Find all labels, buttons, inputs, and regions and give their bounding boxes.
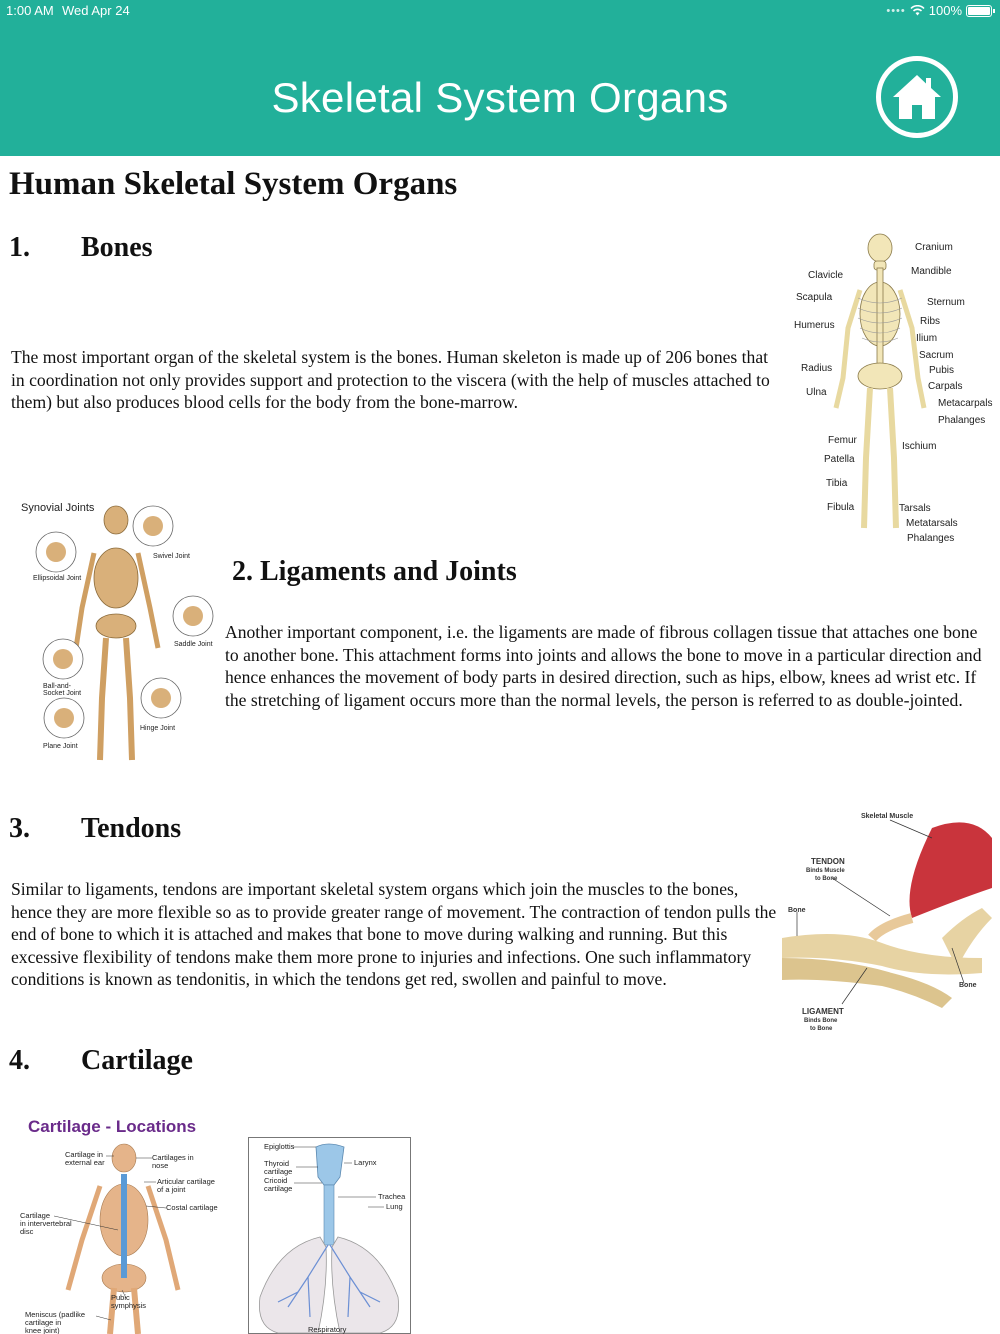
label-cartilage: Cartilage: [20, 1211, 50, 1220]
section-title: Tendons: [81, 813, 182, 844]
label-meniscus: Meniscus (padlike: [25, 1310, 85, 1319]
signal-icon: ••••: [886, 4, 906, 17]
section-heading-cartilage: 4. Cartilage: [9, 1045, 193, 1077]
label-fibula: Fibula: [827, 502, 855, 513]
battery-icon: [966, 4, 995, 17]
synovial-joints-diagram: Synovial Joints Ellipsoidal Joint Swivel…: [21, 502, 214, 761]
label-swivel-joint: Swivel Joint: [153, 553, 190, 560]
status-time: 1:00 AM: [6, 3, 54, 18]
label-nose: nose: [152, 1161, 168, 1170]
label-metatarsals: Metatarsals: [906, 518, 958, 529]
joints-title: Synovial Joints: [21, 502, 95, 514]
section-heading-ligaments: 2. Ligaments and Joints: [232, 556, 517, 588]
label-phalanges-hand: Phalanges: [938, 415, 985, 426]
label-carpals: Carpals: [928, 381, 962, 392]
label-phalanges-foot: Phalanges: [907, 533, 954, 544]
section-body-tendons: Similar to ligaments, tendons are import…: [11, 879, 777, 989]
section-number: 2.: [232, 556, 253, 587]
section-number: 1.: [9, 232, 30, 263]
label-trachea: Trachea: [378, 1192, 406, 1201]
label-ellipsoidal-joint: Ellipsoidal Joint: [33, 575, 81, 582]
label-articular-cartilage: Articular cartilage: [157, 1177, 215, 1186]
tendon-diagram: Skeletal Muscle TENDON Binds Muscle to B…: [782, 813, 992, 1032]
label-tendon: TENDON: [811, 857, 845, 866]
section-number: 3.: [9, 813, 30, 844]
home-button[interactable]: [876, 56, 958, 138]
label-patella: Patella: [824, 454, 855, 465]
label-scapula: Scapula: [796, 292, 833, 303]
app-header: 1:00 AM Wed Apr 24 •••• 100% Skeletal Sy…: [0, 0, 1000, 156]
label-mandible: Mandible: [911, 266, 952, 277]
section-title: Bones: [81, 232, 153, 263]
section-title: Cartilage: [81, 1045, 193, 1076]
label-bone-right: Bone: [959, 982, 977, 989]
label-femur: Femur: [828, 435, 858, 446]
label-pubis: Pubis: [929, 365, 954, 376]
label-cricoid-cartilage: cartilage: [264, 1184, 292, 1193]
label-lung: Lung: [386, 1202, 403, 1211]
status-bar: 1:00 AM Wed Apr 24 •••• 100%: [0, 0, 1000, 20]
label-skeletal-muscle: Skeletal Muscle: [861, 813, 913, 820]
label-tibia: Tibia: [826, 478, 848, 489]
status-right: •••• 100%: [886, 3, 995, 18]
home-icon: [893, 75, 941, 119]
document-title: Human Skeletal System Organs: [9, 166, 458, 202]
label-sacrum: Sacrum: [919, 350, 953, 361]
label-ischium: Ischium: [902, 441, 936, 452]
cartilage-figure-title: Cartilage - Locations: [28, 1117, 196, 1136]
label-in-intervertebral: in intervertebral: [20, 1219, 72, 1228]
label-pubic: Pubic: [111, 1293, 130, 1302]
section-body-ligaments: Another important component, i.e. the li…: [225, 622, 982, 710]
label-metacarpals: Metacarpals: [938, 398, 992, 409]
label-ball-and: Ball-and-: [43, 683, 72, 690]
label-symphysis: symphysis: [111, 1301, 146, 1310]
cartilage-locations-diagram: Cartilage - Locations Cartilage in exter…: [20, 1117, 218, 1334]
section-number: 4.: [9, 1045, 30, 1076]
section-title: Ligaments and Joints: [260, 556, 517, 587]
label-cartilages-in: Cartilages in: [152, 1153, 194, 1162]
label-clavicle: Clavicle: [808, 270, 843, 281]
label-plane-joint: Plane Joint: [43, 743, 78, 750]
label-costal-cartilage: Costal cartilage: [166, 1203, 218, 1212]
skeleton-diagram: Cranium Mandible Clavicle Scapula Sternu…: [794, 233, 992, 544]
label-external-ear: external ear: [65, 1158, 105, 1167]
label-respiratory: Respiratory: [308, 1325, 347, 1334]
label-ilium: Ilium: [916, 333, 937, 344]
label-hinge-joint: Hinge Joint: [140, 725, 175, 732]
label-humerus: Humerus: [794, 320, 835, 331]
label-thyroid-cartilage: cartilage: [264, 1167, 292, 1176]
skeleton-labels: Cranium Mandible Clavicle Scapula Sternu…: [794, 242, 992, 544]
label-epiglottis: Epiglottis: [264, 1142, 295, 1151]
label-knee-joint: knee joint): [25, 1326, 60, 1334]
label-ulna: Ulna: [806, 387, 827, 398]
label-sternum: Sternum: [927, 297, 965, 308]
wifi-icon: [910, 5, 925, 16]
section-heading-bones: 1. Bones: [9, 232, 153, 264]
label-cranium: Cranium: [915, 242, 953, 253]
label-binds-muscle: Binds Muscle: [806, 868, 845, 874]
label-thyroid: Thyroid: [264, 1159, 289, 1168]
label-cartilage-in-knee: cartilage in: [25, 1318, 61, 1327]
app-title: Skeletal System Organs: [271, 74, 729, 121]
label-bone-left: Bone: [788, 907, 806, 914]
label-larynx: Larynx: [354, 1158, 377, 1167]
section-heading-tendons: 3. Tendons: [9, 813, 181, 845]
label-saddle-joint: Saddle Joint: [174, 641, 213, 648]
label-to-bone-2: to Bone: [810, 1026, 833, 1032]
label-cartilage-in: Cartilage in: [65, 1150, 103, 1159]
label-radius: Radius: [801, 363, 832, 374]
label-disc: disc: [20, 1227, 34, 1236]
label-to-bone: to Bone: [815, 876, 838, 882]
label-of-a-joint: of a joint: [157, 1185, 186, 1194]
label-ribs: Ribs: [920, 316, 940, 327]
respiratory-cartilage-diagram: Epiglottis Thyroid cartilage Cricoid car…: [248, 1137, 411, 1334]
status-date: Wed Apr 24: [62, 3, 130, 18]
section-body-bones: The most important organ of the skeletal…: [11, 347, 770, 412]
label-tarsals: Tarsals: [899, 503, 931, 514]
label-binds-bone: Binds Bone: [804, 1018, 838, 1024]
battery-percent: 100%: [928, 3, 962, 18]
label-ligament: LIGAMENT: [802, 1007, 844, 1016]
label-cricoid: Cricoid: [264, 1176, 287, 1185]
label-socket-joint: Socket Joint: [43, 690, 81, 697]
